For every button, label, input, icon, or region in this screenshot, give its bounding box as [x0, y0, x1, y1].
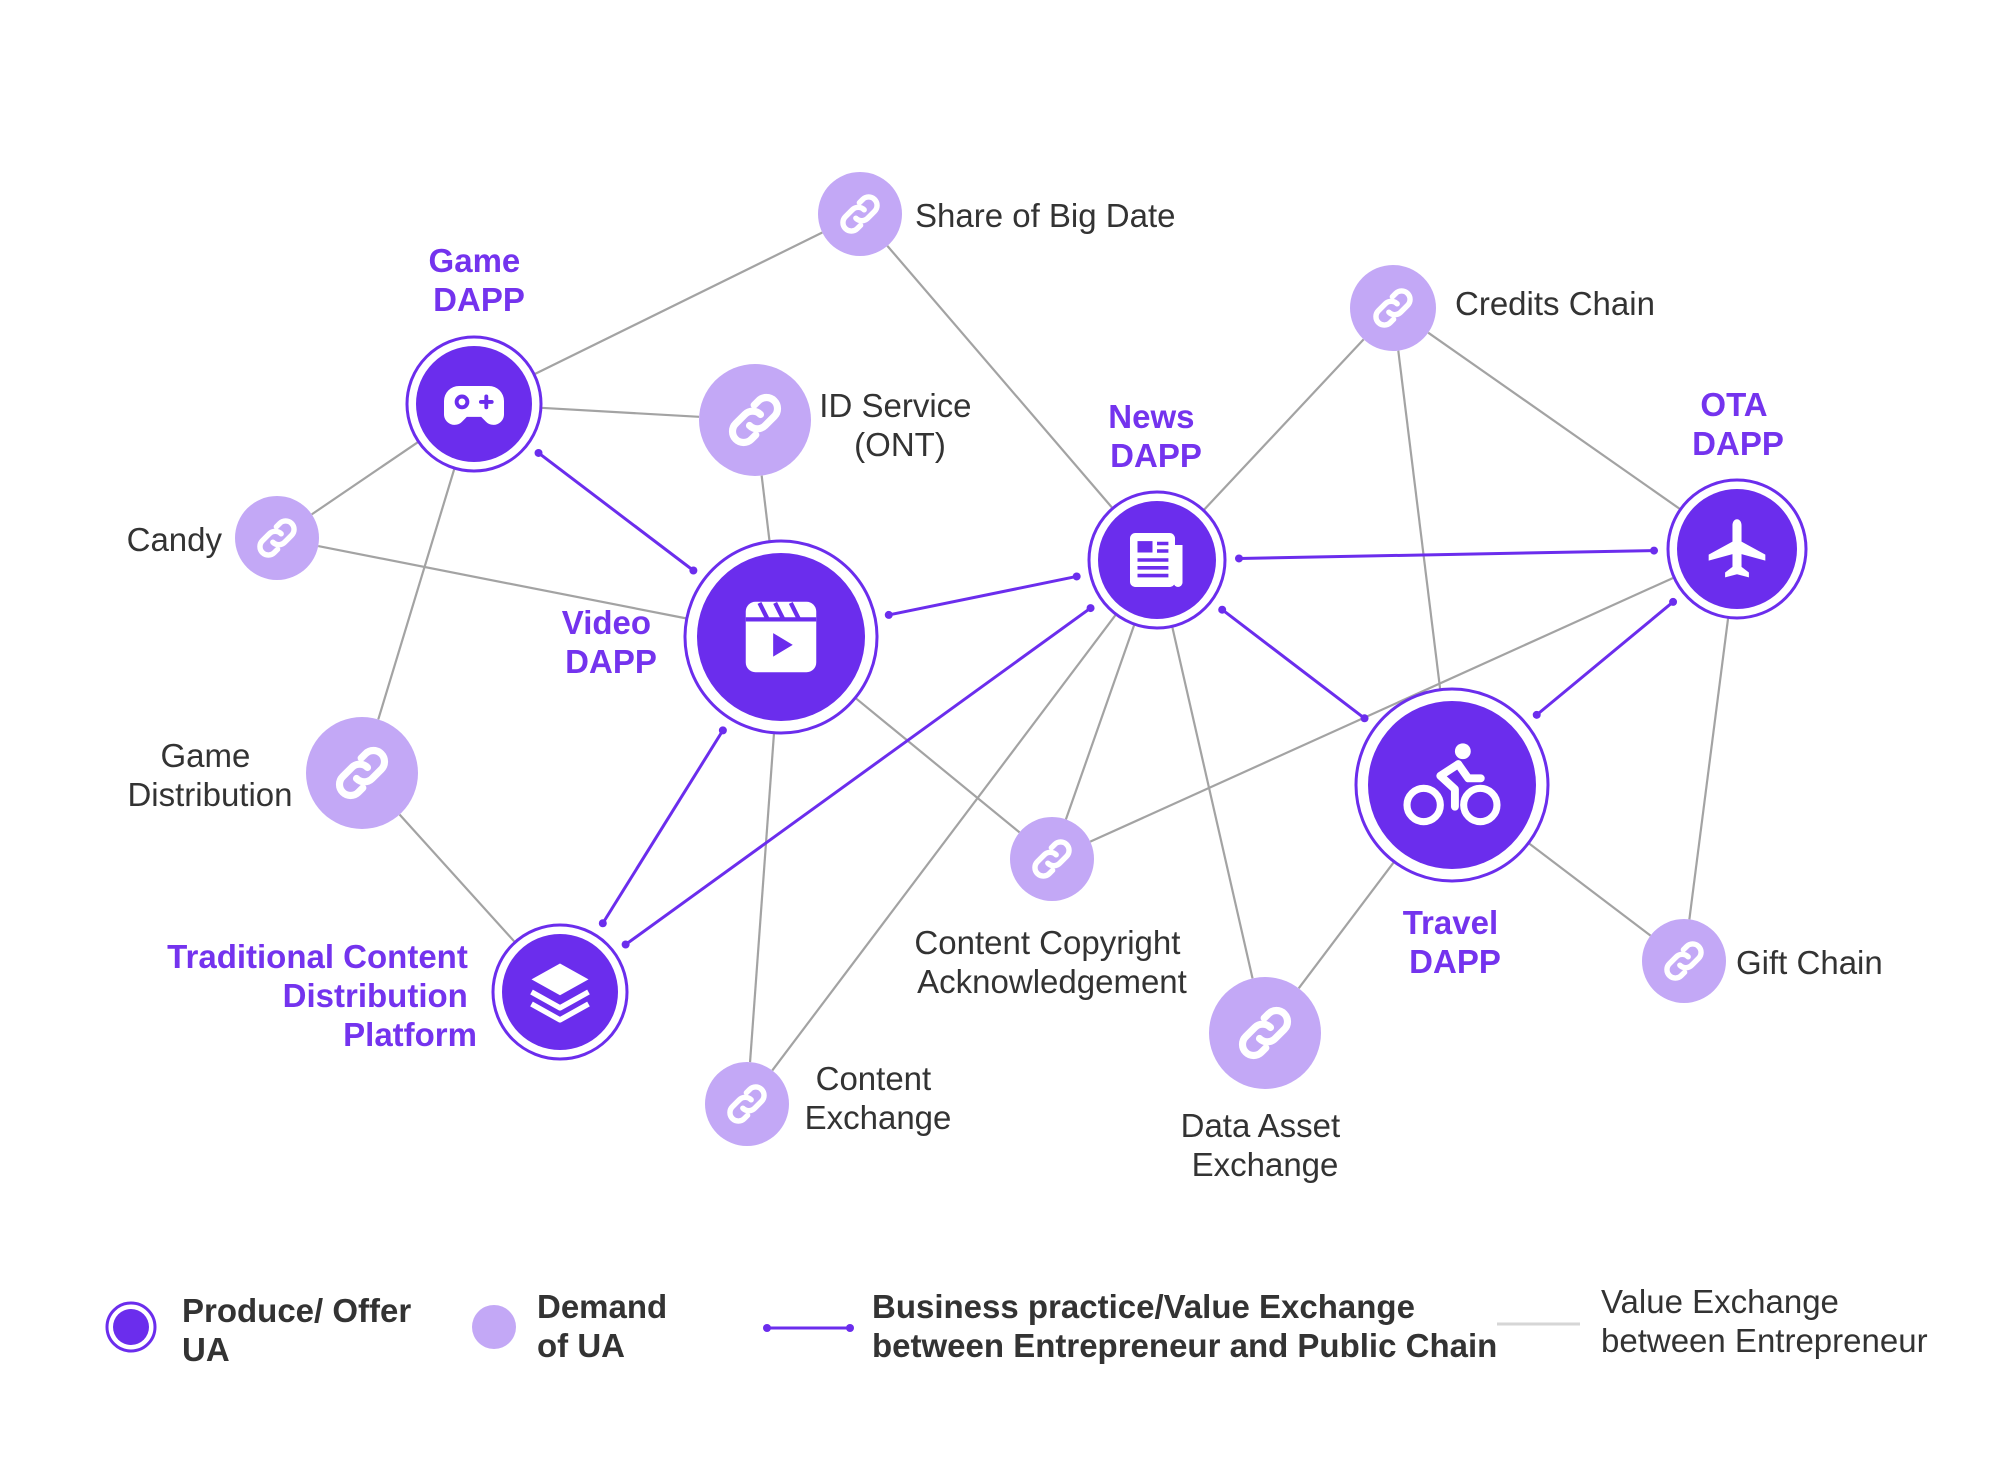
video-dapp-label: Video DAPP	[562, 604, 660, 680]
link-game-candy	[311, 440, 420, 516]
link-endpoint	[718, 726, 727, 735]
credits-chain-label: Credits Chain	[1455, 285, 1655, 322]
link-game-video	[537, 451, 695, 572]
link-news-traditional	[624, 606, 1092, 946]
data-asset-label: Data Asset Exchange	[1181, 1107, 1350, 1183]
link-endpoint	[1218, 605, 1227, 614]
link-endpoint	[884, 610, 893, 619]
video-dapp-node[interactable]: Video DAPP	[562, 539, 879, 735]
content-exchange-label: Content Exchange	[805, 1060, 952, 1136]
legend-value-exchange: Value Exchange between Entrepreneur	[1497, 1283, 1928, 1359]
link-video-content_copyright	[854, 696, 1021, 834]
link-endpoint	[1360, 714, 1369, 723]
travel-dapp-node[interactable]: Travel DAPP	[1354, 687, 1550, 980]
link-news-content_copyright	[1064, 623, 1136, 820]
link-news-ota	[1238, 549, 1655, 560]
link-endpoint	[1072, 572, 1081, 581]
link-candy-video	[318, 545, 688, 620]
link-video-news	[888, 574, 1077, 617]
legend-produce-label: Produce/ Offer UA	[182, 1292, 420, 1368]
link-endpoint	[1234, 554, 1243, 563]
link-travel-data_asset	[1297, 860, 1396, 989]
game-distribution-label: Game Distribution	[127, 737, 292, 813]
game-distribution-node[interactable]: Game Distribution	[127, 717, 418, 829]
link-video-traditional	[601, 729, 725, 925]
link-endpoint	[1086, 604, 1095, 613]
link-share_big_date-news	[886, 245, 1114, 510]
link-ota-content_copyright	[1089, 576, 1675, 843]
id-service-node[interactable]: ID Service (ONT)	[699, 364, 981, 476]
travel-dapp-label: Travel DAPP	[1403, 904, 1508, 980]
value-exchange-links	[311, 231, 1730, 1072]
newspaper-icon	[1128, 531, 1185, 589]
video-icon	[746, 602, 817, 673]
news-dapp-label: News DAPP	[1108, 398, 1203, 474]
legend-demand: Demand of UA	[472, 1288, 676, 1364]
gift-chain-node[interactable]: Gift Chain	[1642, 919, 1883, 1003]
link-ota-gift_chain	[1688, 617, 1730, 920]
legend-value-exchange-label: Value Exchange between Entrepreneur	[1601, 1283, 1928, 1359]
link-news-credits_chain	[1202, 338, 1365, 512]
game-dapp-node[interactable]: Game DAPP	[405, 242, 543, 473]
share-big-date-label: Share of Big Date	[915, 197, 1176, 234]
legend-produce: Produce/ Offer UA	[105, 1292, 420, 1368]
link-credits_chain-ota	[1427, 331, 1682, 511]
link-credits_chain-travel	[1397, 350, 1442, 690]
link-ota-travel	[1535, 600, 1675, 716]
link-id_service-video	[760, 475, 771, 542]
link-game_distribution-traditional	[398, 813, 516, 944]
link-news-data_asset	[1171, 626, 1254, 979]
business-practice-links	[534, 448, 1678, 949]
credits-chain-node[interactable]: Credits Chain	[1350, 265, 1655, 351]
link-game-game_distribution	[377, 467, 456, 720]
content-copyright-node[interactable]: Content Copyright Acknowledgement	[914, 817, 1189, 1000]
link-endpoint	[1669, 597, 1678, 606]
data-asset-node[interactable]: Data Asset Exchange	[1181, 977, 1350, 1183]
gift-chain-label: Gift Chain	[1736, 944, 1883, 981]
link-endpoint	[598, 919, 607, 928]
legend-business-practice: Business practice/Value Exchange between…	[763, 1288, 1497, 1364]
share-big-date-node[interactable]: Share of Big Date	[818, 172, 1176, 256]
content-exchange-node[interactable]: Content Exchange	[705, 1060, 951, 1146]
traditional-platform-label: Traditional Content Distribution Platfor…	[167, 938, 477, 1053]
legend-business-practice-label: Business practice/Value Exchange between…	[872, 1288, 1497, 1364]
game-dapp-label: Game DAPP	[429, 242, 530, 318]
link-endpoint	[1532, 710, 1541, 719]
ota-dapp-node[interactable]: OTA DAPP	[1666, 386, 1808, 620]
content-copyright-label: Content Copyright Acknowledgement	[914, 924, 1189, 1000]
news-dapp-node[interactable]: News DAPP	[1087, 398, 1227, 630]
link-news-travel	[1221, 608, 1366, 720]
legend-demand-label: Demand of UA	[537, 1288, 676, 1364]
link-video-content_exchange	[748, 732, 776, 1063]
link-game-share_big_date	[533, 231, 823, 376]
link-endpoint	[621, 940, 630, 949]
legend: Produce/ Offer UA Demand of UA Business …	[105, 1283, 1928, 1368]
id-service-label: ID Service (ONT)	[819, 387, 980, 463]
link-endpoint	[534, 448, 543, 457]
link-travel-gift_chain	[1527, 842, 1652, 937]
link-endpoint	[1650, 546, 1659, 555]
link-game-id_service	[540, 406, 700, 418]
traditional-platform-node[interactable]: Traditional Content Distribution Platfor…	[167, 923, 629, 1061]
link-news-content_exchange	[771, 613, 1117, 1072]
link-endpoint	[689, 566, 698, 575]
candy-label: Candy	[127, 521, 223, 558]
ota-dapp-label: OTA DAPP	[1692, 386, 1784, 462]
candy-node[interactable]: Candy	[127, 496, 319, 580]
